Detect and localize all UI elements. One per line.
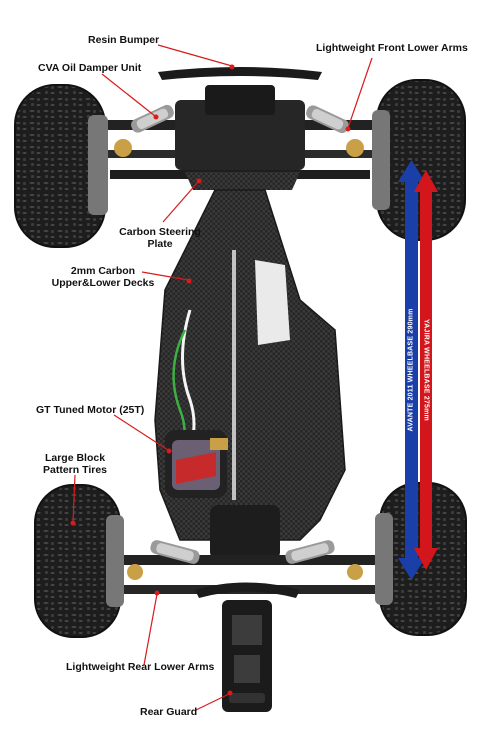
- rear-gearbox: [210, 505, 280, 560]
- leader-decks: [141, 271, 189, 281]
- label-carbon-decks-line1: 2mm Carbon: [70, 265, 136, 277]
- leader-steering-plate: [162, 181, 199, 223]
- rear-suspension: [110, 540, 380, 598]
- wheelbase-blue-arrow: [398, 160, 425, 580]
- label-steering-plate-line2: Plate: [147, 238, 173, 250]
- leader-dots: [70, 64, 351, 696]
- leader-motor: [113, 414, 169, 451]
- wheelbase-blue-text: AVANTE 2011 WHEELBASE 290mm: [407, 308, 415, 432]
- label-resin-bumper: Resin Bumper: [88, 34, 160, 46]
- leader-rear-arms: [143, 593, 158, 666]
- label-block-tires-line2: Pattern Tires: [43, 464, 107, 476]
- label-front-lower-arms: Lightweight Front Lower Arms: [316, 42, 468, 54]
- front-left-hub: [114, 139, 132, 157]
- front-right-hub: [346, 139, 364, 157]
- label-carbon-decks: 2mm Carbon Upper&Lower Decks: [48, 265, 158, 289]
- label-gt-motor: GT Tuned Motor (25T): [36, 404, 145, 416]
- leader-oil-damper: [101, 73, 156, 117]
- rear-right-hub: [347, 564, 363, 580]
- wheelbase-red-arrow: [414, 170, 438, 570]
- leader-lines: [72, 44, 373, 711]
- rear-left-damper: [150, 540, 200, 564]
- front-left-damper: [131, 104, 174, 133]
- rear-right-damper: [285, 540, 335, 564]
- label-oil-damper: CVA Oil Damper Unit: [38, 62, 142, 74]
- label-steering-plate: Carbon Steering Plate: [110, 226, 210, 250]
- leader-front-arms: [347, 57, 373, 129]
- resin-bumper: [158, 67, 322, 80]
- label-rear-guard: Rear Guard: [140, 706, 198, 718]
- deck-cutout: [255, 260, 290, 345]
- label-steering-plate-line1: Carbon Steering: [119, 226, 201, 238]
- center-shaft: [232, 250, 236, 500]
- front-suspension: [90, 85, 390, 179]
- front-right-tire: [372, 79, 466, 241]
- leader-rear-guard: [195, 693, 230, 711]
- label-block-tires: Large Block Pattern Tires: [30, 452, 120, 476]
- leader-resin-bumper: [157, 44, 233, 67]
- rear-left-tire: [34, 484, 124, 638]
- label-block-tires-line1: Large Block: [44, 452, 106, 464]
- label-rear-lower-arms: Lightweight Rear Lower Arms: [66, 661, 215, 673]
- front-right-damper: [306, 105, 349, 134]
- gt-tuned-motor: [165, 430, 228, 498]
- label-carbon-decks-line2: Upper&Lower Decks: [51, 277, 155, 289]
- leader-tires: [72, 474, 76, 523]
- carbon-steering-plate: [185, 172, 300, 190]
- rear-guard: [222, 600, 272, 712]
- wheelbase-red-text: YAJIRA WHEELBASE 275mm: [422, 319, 430, 421]
- rear-left-hub: [127, 564, 143, 580]
- front-left-tire: [14, 84, 108, 248]
